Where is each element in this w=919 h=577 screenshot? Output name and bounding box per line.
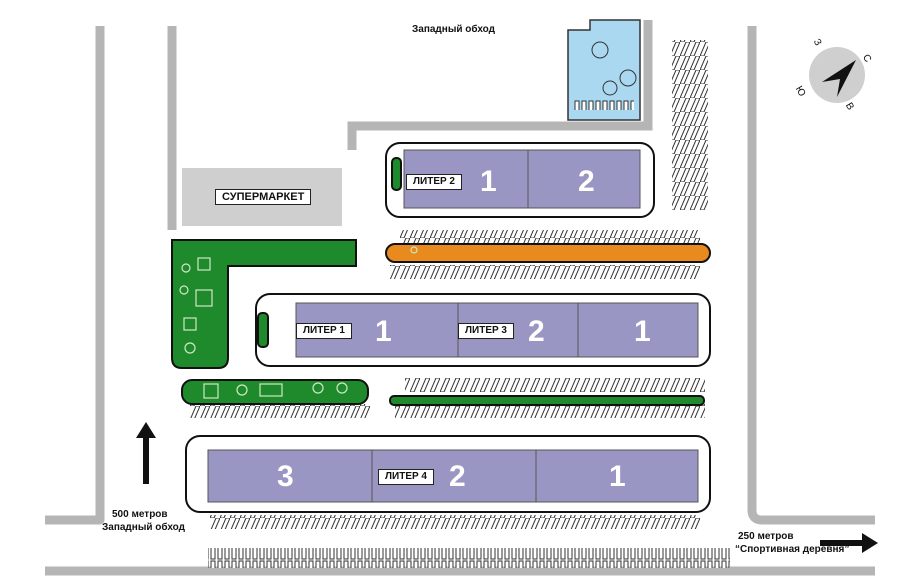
park-l-shape	[171, 239, 357, 369]
pond-area	[567, 19, 641, 121]
arrow-right-icon	[820, 533, 878, 553]
parking-row-2	[390, 265, 700, 279]
parking-row-5	[395, 404, 705, 418]
liter1-tag: ЛИТЕР 1	[296, 323, 352, 339]
green-strip-1	[181, 379, 369, 405]
playground-icon	[179, 246, 418, 399]
liter4-section-2: 2	[449, 460, 466, 493]
left-distance: 500 метров	[112, 509, 168, 520]
liter4-section-1: 1	[609, 460, 626, 493]
liter3-section-2: 2	[528, 315, 545, 348]
left-destination: Западный обход	[102, 522, 185, 533]
parking-row-4	[190, 404, 370, 418]
orange-strip	[385, 243, 711, 263]
left-road	[45, 26, 105, 525]
roads	[45, 20, 875, 576]
top-road-label: Западный обход	[412, 24, 495, 35]
liter2-section-1: 1	[480, 165, 497, 198]
right-destination: “Спортивная деревня”	[735, 544, 850, 555]
parking-row-3	[405, 378, 705, 392]
parking-row-1	[400, 230, 700, 244]
buildings	[207, 149, 699, 503]
green-small-2	[257, 312, 269, 348]
liter4-tag: ЛИТЕР 4	[378, 469, 434, 485]
liter2-section-2: 2	[578, 165, 595, 198]
parking-areas	[190, 40, 730, 568]
green-small-1	[391, 157, 402, 191]
right-distance: 250 метров	[738, 531, 794, 542]
green-strip-2	[389, 395, 705, 406]
liter2-tag: ЛИТЕР 2	[406, 174, 462, 190]
right-road	[747, 26, 875, 525]
liter3-tag: ЛИТЕР 3	[458, 323, 514, 339]
supermarket-label: СУПЕРМАРКЕТ	[215, 189, 312, 205]
parking-bottom	[208, 548, 730, 568]
compass-icon	[809, 47, 865, 103]
liter3-section-1: 1	[634, 315, 651, 348]
liter4-section-3: 3	[277, 460, 294, 493]
liter1-section-1: 1	[375, 315, 392, 348]
parking-row-6	[210, 515, 700, 529]
arrow-up-icon	[136, 422, 156, 484]
parking-top-right	[672, 40, 708, 210]
upper-road	[347, 20, 653, 150]
green-areas	[171, 157, 711, 406]
